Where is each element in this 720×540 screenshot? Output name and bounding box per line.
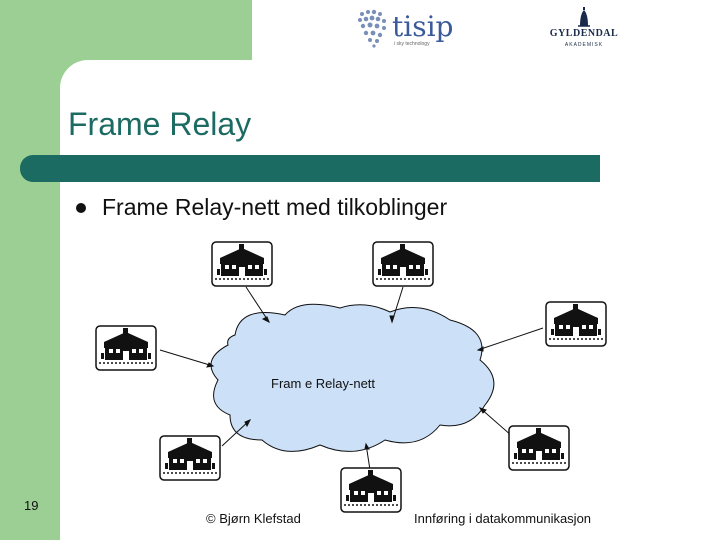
publisher-name: GYLDENDAL xyxy=(549,28,619,39)
footer-course: Innføring i datakommunikasjon xyxy=(414,511,592,526)
title-underline-bar xyxy=(20,155,600,182)
cloud-label: Fram e Relay-nett xyxy=(271,376,375,391)
bell-icon xyxy=(578,7,590,27)
house-bottom-left-icon xyxy=(159,435,221,481)
green-sidebar xyxy=(0,0,60,540)
bullet-item: Frame Relay-nett med tilkoblinger xyxy=(76,194,447,221)
connection-links xyxy=(159,286,544,471)
tisip-dots-icon xyxy=(358,9,386,48)
publisher-subtitle: AKADEMISK xyxy=(564,42,604,48)
tisip-wordmark: tisip xyxy=(392,10,454,43)
house-top-right-icon xyxy=(372,241,434,287)
bullet-text: Frame Relay-nett med tilkoblinger xyxy=(102,194,448,220)
house-left-icon xyxy=(95,325,157,371)
gyldendal-logo: GYLDENDAL AKADEMISK xyxy=(544,6,624,50)
house-bottom-right-icon xyxy=(508,425,570,471)
slide-number: 19 xyxy=(24,498,39,513)
frame-relay-cloud xyxy=(210,303,495,452)
house-top-left-icon xyxy=(211,241,273,287)
tisip-tagline: i sky technology xyxy=(394,41,430,47)
bullet-dot-icon xyxy=(76,202,86,213)
footer-author: © Bjørn Klefstad xyxy=(206,511,301,526)
tisip-logo: tisip i sky technology xyxy=(356,8,456,50)
house-right-icon xyxy=(545,301,607,347)
house-bottom-icon xyxy=(340,467,402,513)
slide-title: Frame Relay xyxy=(68,106,252,142)
